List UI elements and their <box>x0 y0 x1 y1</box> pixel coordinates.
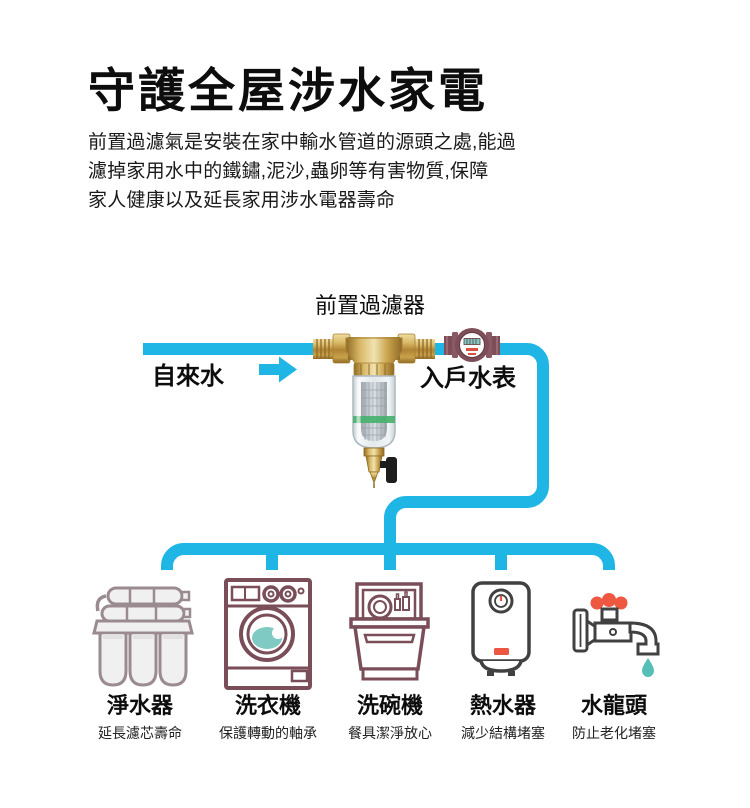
appliance-item-washer: 洗衣機 保護轉動的軸承 <box>198 692 338 743</box>
faucet-icon <box>572 593 660 677</box>
appliance-item-purifier: 淨水器 延長濾芯壽命 <box>70 692 210 743</box>
tap-water-label: 自來水 <box>152 363 224 390</box>
pipe-manifold <box>161 543 615 570</box>
pipe-network <box>143 343 615 570</box>
water-purifier-icon <box>92 586 194 687</box>
prefilter-label: 前置過濾器 <box>314 293 425 318</box>
intro-paragraph: 前置過濾氣是安裝在家中輸水管道的源頭之處,能過 濾掉家用水中的鐵鏽,泥沙,蟲卵等… <box>88 128 516 215</box>
appliance-name: 熱水器 <box>469 693 536 718</box>
pipe-main-feed <box>143 343 549 570</box>
prefilter-device-icon <box>313 333 435 488</box>
appliance-benefit: 延長濾芯壽命 <box>98 725 182 741</box>
washing-machine-icon <box>224 578 312 690</box>
intro-line-2: 濾掉家用水中的鐵鏽,泥沙,蟲卵等有害物質,保障 <box>88 161 489 182</box>
appliance-item-heater: 熱水器 減少結構堵塞 <box>433 692 573 743</box>
flow-arrow-icon <box>259 356 297 383</box>
appliance-name: 水龍頭 <box>580 693 647 718</box>
intro-line-1: 前置過濾氣是安裝在家中輸水管道的源頭之處,能過 <box>88 132 516 153</box>
appliance-item-dishwasher: 洗碗機 餐具潔淨放心 <box>320 692 460 743</box>
appliance-name: 洗碗機 <box>356 693 423 718</box>
intro-line-3: 家人健康以及延長家用涉水電器壽命 <box>88 190 396 211</box>
appliance-benefit: 減少結構堵塞 <box>461 725 545 741</box>
appliance-name: 洗衣機 <box>234 693 301 718</box>
appliance-benefit: 保護轉動的軸承 <box>219 725 317 741</box>
appliance-name: 淨水器 <box>106 693 173 718</box>
appliance-item-faucet: 水龍頭 防止老化堵塞 <box>544 692 684 743</box>
water-heater-icon <box>471 581 531 676</box>
dishwasher-icon <box>349 582 430 681</box>
water-meter-icon <box>444 328 500 362</box>
appliance-benefit: 防止老化堵塞 <box>572 725 656 741</box>
appliance-benefit: 餐具潔淨放心 <box>348 725 432 741</box>
water-meter-label: 入戶水表 <box>420 365 516 392</box>
page-title: 守護全屋涉水家電 <box>88 64 488 117</box>
